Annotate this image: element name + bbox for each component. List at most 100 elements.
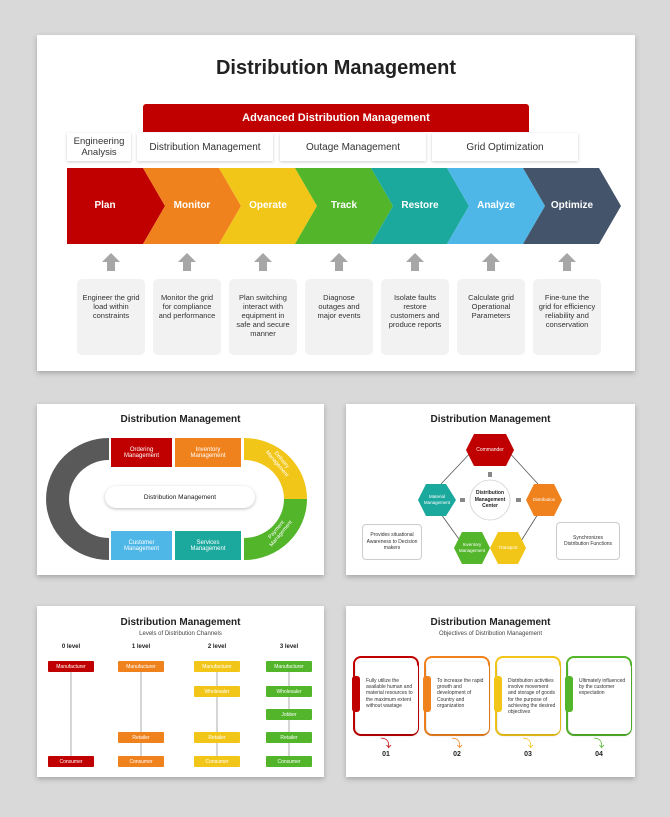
- channel-node-retailer: Retailer: [194, 732, 240, 743]
- objective-card-inner: [569, 662, 631, 734]
- chevron-monitor: [143, 168, 241, 244]
- channel-node-consumer: Consumer: [194, 756, 240, 767]
- channel-node-consumer: Consumer: [48, 756, 94, 767]
- curved-arrow-icon: ⤵: [522, 738, 534, 750]
- chevron-restore: [371, 168, 469, 244]
- up-arrow-icon: [330, 253, 348, 271]
- slide-center[interactable]: Distribution Management Commander Materi…: [346, 404, 635, 575]
- objective-card-inner: [498, 662, 560, 734]
- note-left: Provides situational Awareness to Decisi…: [362, 524, 422, 560]
- chevron-plan: [67, 168, 165, 244]
- chevron-analyze: [447, 168, 545, 244]
- objective-side-tab: [565, 676, 573, 712]
- slide4-title: Distribution Management: [120, 617, 241, 628]
- up-arrow-icon: [482, 253, 500, 271]
- objective-text: Fully utilize the available human and ma…: [366, 678, 413, 709]
- page-title: Distribution Management: [215, 57, 456, 79]
- channel-node-consumer: Consumer: [266, 756, 312, 767]
- step-label-operate: Operate: [249, 200, 287, 211]
- note-right: Synchronizes Distribution Functions: [556, 522, 620, 560]
- step-desc-track: Diagnose outages and major events: [305, 279, 373, 355]
- center-diagram: [418, 434, 562, 564]
- hex-commander: [466, 434, 514, 466]
- arrow-down: [488, 472, 492, 477]
- cycle-center-label: Distribution Management: [105, 486, 255, 508]
- step-label-analyze: Analyze: [477, 200, 515, 211]
- step-label-track: Track: [330, 200, 358, 211]
- node-material: Material Management: [423, 494, 451, 505]
- center-circle: [469, 479, 511, 521]
- engineering-analysis-label: Engineering Analysis: [67, 133, 131, 161]
- level-heading: 2 level: [207, 644, 227, 650]
- level-heading: 3 level: [279, 644, 299, 650]
- objective-number: 02: [453, 751, 461, 758]
- curved-arrow-icon: ⤵: [451, 738, 463, 750]
- arrow-left: [460, 498, 465, 502]
- step-label-restore: Restore: [401, 200, 439, 211]
- objective-text: Distribution activities involve movement…: [508, 678, 556, 716]
- step-label-optimize: Optimize: [550, 200, 594, 211]
- slide4-subtitle: Levels of Distribution Channels: [139, 631, 222, 637]
- channel-node-manufacturer: Manufacturer: [118, 661, 164, 672]
- slide-main[interactable]: Distribution Management Advanced Distrib…: [37, 35, 635, 371]
- cycle-shape: [46, 438, 307, 560]
- node-distribution: Distribution: [532, 497, 556, 502]
- channel-node-wholesaler: Wholesaler: [266, 686, 312, 697]
- node-transport: Transport: [498, 545, 518, 550]
- channel-node-wholesaler: Wholesaler: [194, 686, 240, 697]
- slide-cycle[interactable]: Distribution Management Ordering Managem…: [37, 404, 324, 575]
- cycle-left-arc: [46, 438, 109, 560]
- objective-card-inner: [427, 662, 489, 734]
- curved-arrow-icon: ⤵: [380, 738, 392, 750]
- step-desc-optimize: Fine-tune the grid for efficiency reliab…: [533, 279, 601, 355]
- hex-inventory: [454, 532, 490, 564]
- up-arrow-icon: [178, 253, 196, 271]
- level-heading: 0 level: [61, 644, 81, 650]
- tab-grid-optimization: Grid Optimization: [432, 133, 578, 161]
- up-arrow-icon: [558, 253, 576, 271]
- level-heading: 1 level: [131, 644, 151, 650]
- step-label-monitor: Monitor: [173, 200, 211, 211]
- hex-distribution: [526, 484, 562, 516]
- objective-number: 03: [524, 751, 532, 758]
- chevron-operate: [219, 168, 317, 244]
- cycle-item-services: Services Management: [175, 531, 241, 560]
- channel-node-retailer: Retailer: [118, 732, 164, 743]
- slide5-title: Distribution Management: [430, 617, 551, 628]
- objective-side-tab: [423, 676, 431, 712]
- slide3-title: Distribution Management: [430, 414, 551, 425]
- node-inventory: Inventory Management: [458, 542, 486, 553]
- slide-levels[interactable]: Distribution Management Levels of Distri…: [37, 606, 324, 777]
- slide2-title: Distribution Management: [120, 414, 241, 425]
- step-desc-restore: Isolate faults restore customers and pro…: [381, 279, 449, 355]
- hex-material: [418, 484, 456, 516]
- cycle-item-ordering: Ordering Management: [111, 438, 172, 467]
- slide-objectives[interactable]: Distribution Management Objectives of Di…: [346, 606, 635, 777]
- channel-node-jobber: Jobber: [266, 709, 312, 720]
- cycle-item-inventory: Inventory Management: [175, 438, 241, 467]
- up-arrow-icon: [406, 253, 424, 271]
- step-label-plan: Plan: [94, 200, 116, 211]
- step-desc-analyze: Calculate grid Operational Parameters: [457, 279, 525, 355]
- hex-transport: [490, 532, 526, 564]
- node-commander: Commander: [476, 447, 504, 453]
- up-arrow-icon: [254, 253, 272, 271]
- channel-node-consumer: Consumer: [118, 756, 164, 767]
- center-label: Distribution Management Center: [474, 490, 506, 509]
- up-arrow-icon: [102, 253, 120, 271]
- objective-text: Ultimately influenced by the customer ex…: [579, 678, 626, 697]
- step-desc-operate: Plan switching interact with equipment i…: [229, 279, 297, 355]
- objective-number: 04: [595, 751, 603, 758]
- adm-banner: Advanced Distribution Management: [143, 104, 529, 132]
- objective-card-inner: [356, 662, 418, 734]
- step-desc-plan: Engineer the grid load within constraint…: [77, 279, 145, 355]
- channel-node-retailer: Retailer: [266, 732, 312, 743]
- step-desc-monitor: Monitor the grid for compliance and perf…: [153, 279, 221, 355]
- tab-distribution-management: Distribution Management: [137, 133, 273, 161]
- cycle-right-top-arc: [244, 438, 307, 499]
- objective-side-tab: [352, 676, 360, 712]
- objective-text: To increase the rapid growth and develop…: [437, 678, 484, 709]
- slide5-subtitle: Objectives of Distribution Management: [438, 631, 543, 637]
- chevron-optimize: [523, 168, 621, 244]
- cycle-right-bottom-arc: [244, 499, 307, 560]
